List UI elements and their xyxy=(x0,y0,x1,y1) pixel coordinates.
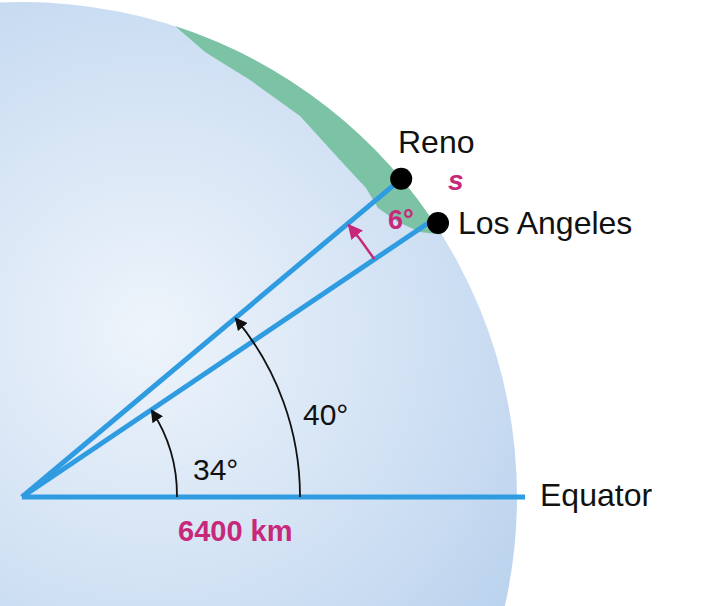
city-dot xyxy=(427,212,449,234)
radius-label: 6400 km xyxy=(178,516,293,548)
latitude-ray xyxy=(22,179,401,497)
latitude-ray xyxy=(22,220,432,497)
city-name: Los Angeles xyxy=(458,206,632,241)
angle-arc xyxy=(349,225,375,259)
angle-label: 34° xyxy=(193,453,238,486)
equator-label: Equator xyxy=(540,478,652,513)
earth-globe xyxy=(0,2,517,606)
city-name: Reno xyxy=(398,125,475,160)
arc-length: s xyxy=(448,166,464,197)
city-dot xyxy=(390,168,412,190)
equator-line xyxy=(22,495,525,500)
angle-arc xyxy=(236,318,301,497)
angle-arc xyxy=(152,410,178,497)
angle-label: 6° xyxy=(388,206,414,236)
angle-label: 40° xyxy=(303,398,348,431)
